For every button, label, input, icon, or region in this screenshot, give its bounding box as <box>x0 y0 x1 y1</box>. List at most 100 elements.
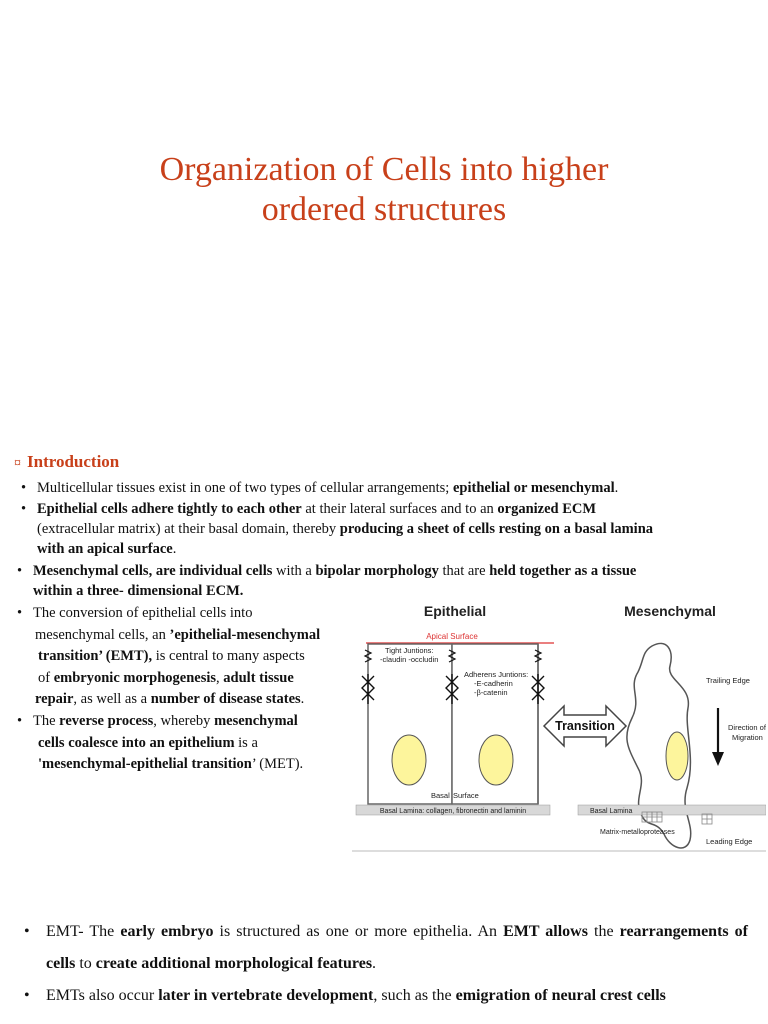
bullet-2-bold-4: with an apical surface <box>37 541 173 557</box>
bullet-3-text-1: with a <box>272 563 316 579</box>
bullet-5-text: , whereby <box>153 713 215 729</box>
bullet-1-text: Multicellular tissues exist in one of tw… <box>37 480 453 496</box>
bottom-1-bold: rearrangements of cells <box>46 923 749 972</box>
bullet-4-text: , as well as a <box>73 691 151 707</box>
tight-junction-proteins: -claudin -occludin <box>380 655 438 664</box>
bottom-1-bold: EMT allows <box>503 923 588 940</box>
bullet-dot: • <box>21 480 27 496</box>
bullet-4-text: . <box>300 691 305 707</box>
basal-lamina-right-label: Basal Lamina <box>590 808 633 815</box>
adherens-protein-1: -E-cadherin <box>474 679 513 688</box>
direction-label-1: Direction of <box>728 723 766 732</box>
bullet-dot: • <box>24 923 30 940</box>
bullet-3-bold-2: bipolar morphology <box>315 563 439 579</box>
mesenchymal-nucleus <box>665 731 689 781</box>
bottom-1-text: the <box>587 923 614 940</box>
matrix-metalloprotease-icon <box>641 811 713 825</box>
bullet-4-text: of <box>38 669 54 686</box>
bullet-dot: • <box>17 713 23 729</box>
bullet-3-text-2: that are <box>438 563 490 579</box>
bottom-2-bold: emigration of neural crest cells <box>455 987 666 1004</box>
mesenchymal-label: Mesenchymal <box>624 603 716 619</box>
bottom-1-text: EMT- The <box>46 923 121 940</box>
bottom-1-text: is structured as one or more epithelia. … <box>213 923 504 940</box>
bullet-2-text-1: at their lateral surfaces and to an <box>301 501 498 517</box>
direction-label-2: Migration <box>732 733 763 742</box>
bullet-4-text: mesenchymal cells, an <box>35 626 170 643</box>
bottom-bullet-2: • EMTs also occur later in vertebrate de… <box>24 980 748 1012</box>
bullet-5: • The reverse process, whereby mesenchym… <box>17 711 353 776</box>
bullet-4-bold: repair <box>35 691 74 707</box>
bullet-dot: • <box>17 563 23 579</box>
bullet-dot: • <box>21 501 27 517</box>
adherens-junctions-label: Adherens Juntions: <box>464 670 528 679</box>
bullet-4-text: is central to many aspects <box>152 648 305 664</box>
trailing-edge-label: Trailing Edge <box>706 676 750 685</box>
leading-edge-label: Leading Edge <box>706 837 752 846</box>
title-line-2: ordered structures <box>261 191 507 228</box>
bullet-2-bold-2: organized ECM <box>497 501 597 517</box>
introduction-heading: ¤ Introduction <box>14 452 119 472</box>
bullet-5-bold: 'mesenchymal-epithelial transition <box>38 756 252 772</box>
basal-lamina-right <box>577 804 766 816</box>
bullet-1-end: . <box>614 480 619 496</box>
bullet-5-bold: reverse process <box>59 713 154 729</box>
bullet-5-text: ’ (MET). <box>251 756 304 772</box>
bullet-3: • Mesenchymal cells, are individual cell… <box>17 561 753 601</box>
bottom-1-text: to <box>75 955 96 972</box>
title-line-1: Organization of Cells into higher <box>159 151 609 188</box>
bullet-2-end: . <box>172 541 177 557</box>
bullet-3-bold-3: held together as a tissue <box>489 563 637 579</box>
bullet-dot: • <box>24 987 30 1004</box>
matrix-metalloproteases-label: Matrix-metalloproteases <box>600 829 675 836</box>
bullet-4-text: , <box>216 669 224 686</box>
bullet-2-bold-3: producing a sheet of cells resting on a … <box>339 521 654 537</box>
bullet-1-bold: epithelial or mesenchymal <box>452 480 615 496</box>
adherens-protein-2: -β-catenin <box>474 688 508 697</box>
slide-title: Organization of Cells into higher ordere… <box>0 150 768 230</box>
emt-figure: Epithelial Mesenchymal Apical Surface Ti… <box>352 598 766 853</box>
bullet-4-bold: transition’ (EMT), <box>38 648 153 664</box>
bullet-5-text: The <box>33 713 60 729</box>
nucleus-left <box>391 734 427 786</box>
epithelial-label: Epithelial <box>424 603 486 619</box>
bottom-1-bold: early embryo <box>120 923 214 940</box>
bullet-4: • The conversion of epithelial cells int… <box>17 603 353 711</box>
bottom-1-bold: create additional morphological features <box>95 955 373 972</box>
bullet-2-text-2: (extracellular matrix) at their basal do… <box>37 521 340 537</box>
bullet-5-bold: mesenchymal <box>214 713 298 729</box>
bullet-4-bold: embryonic morphogenesis <box>53 669 217 686</box>
migration-arrow-icon <box>712 752 724 766</box>
nucleus-right <box>478 734 514 786</box>
bottom-2-text: , such as the <box>373 987 456 1004</box>
bullet-5-text: is a <box>234 734 258 751</box>
bullet-4-bold: ’epithelial-mesenchymal <box>169 626 321 643</box>
bullet-4-bold: adult tissue <box>223 669 294 686</box>
apical-surface-label: Apical Surface <box>426 632 478 641</box>
bottom-2-bold: later in vertebrate development <box>158 987 374 1004</box>
section-marker-icon: ¤ <box>14 456 21 471</box>
transition-arrow-icon <box>542 704 628 748</box>
bullet-2-bold-1: Epithelial cells adhere tightly to each … <box>37 501 302 517</box>
transition-label: Transition <box>555 719 615 733</box>
bullet-2: • Epithelial cells adhere tightly to eac… <box>21 499 737 559</box>
basal-lamina-left <box>355 804 551 816</box>
bullet-3-bold-1: Mesenchymal cells, are individual cells <box>33 563 273 579</box>
tight-junctions-label: Tight Juntions: <box>385 646 434 655</box>
bullet-5-bold: cells coalesce into an epithelium <box>38 734 235 751</box>
adherens-junction-icon <box>361 674 545 704</box>
bullet-4-line-1: The conversion of epithelial cells into <box>33 605 253 621</box>
bullet-3-bold-4: within a three- dimensional ECM. <box>33 583 244 599</box>
bullet-4-bold: number of disease states <box>150 691 301 707</box>
bottom-bullet-1: • EMT- The early embryo is structured as… <box>24 916 749 980</box>
basal-lamina-left-label: Basal Lamina: collagen, fibronectin and … <box>380 808 526 815</box>
bullet-dot: • <box>17 605 23 621</box>
surface-label: Surface <box>453 791 479 800</box>
bullet-1: • Multicellular tissues exist in one of … <box>21 478 757 498</box>
introduction-label: Introduction <box>27 452 120 471</box>
bottom-2-text: EMTs also occur <box>46 987 159 1004</box>
basal-label: Basal <box>431 791 450 800</box>
tight-junction-icon <box>363 649 543 663</box>
mesenchymal-cell <box>626 642 692 849</box>
bottom-1-end: . <box>372 955 377 972</box>
